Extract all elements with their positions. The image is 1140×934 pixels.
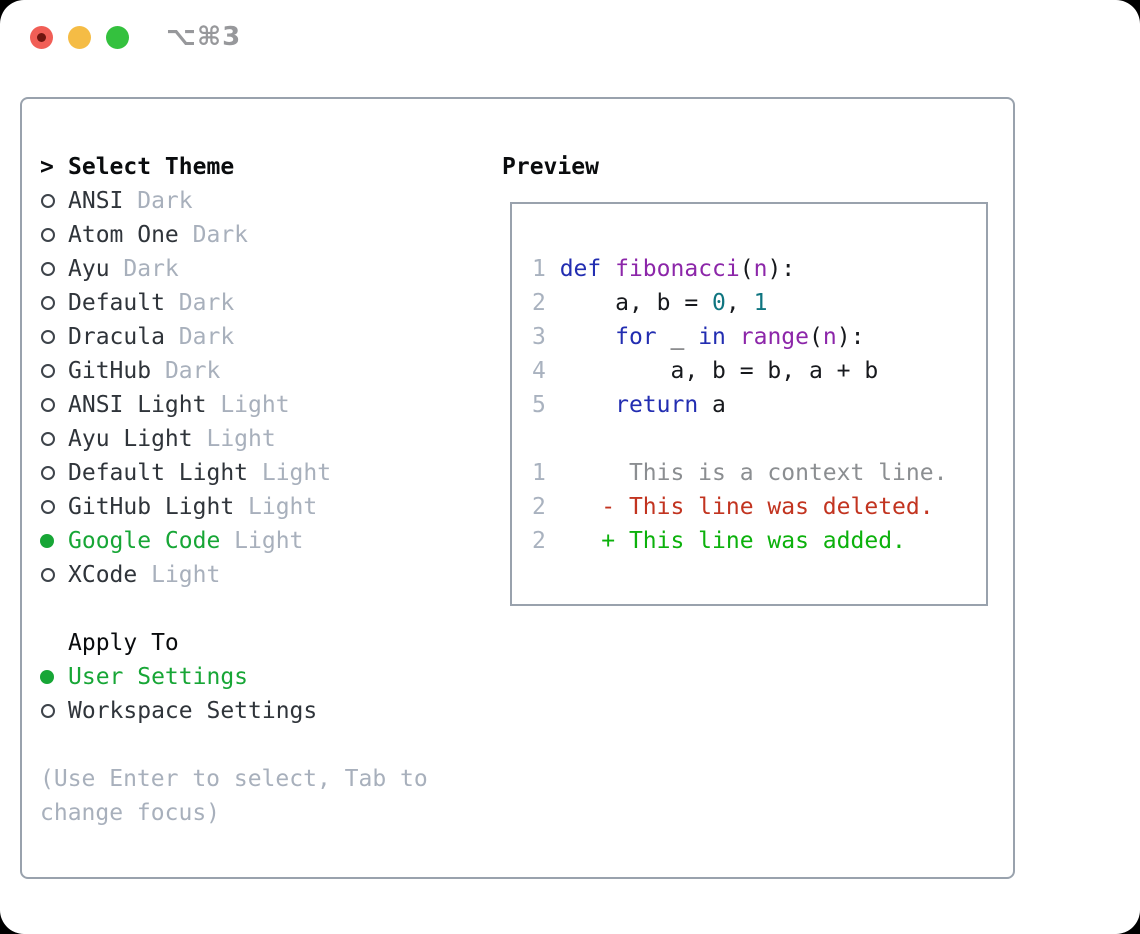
line-number: 2 <box>532 290 560 316</box>
cursor-icon: > <box>40 154 54 180</box>
radio-unselected-icon <box>40 398 68 412</box>
code-line <box>532 422 947 456</box>
apply-option-workspace-settings[interactable]: Workspace Settings <box>40 694 428 728</box>
line-number: 2 <box>532 528 560 554</box>
preview-title: Preview <box>502 154 599 180</box>
theme-selector-panel: > Select Theme ANSI Dark Atom One Dark A… <box>40 150 428 830</box>
radio-unselected-icon <box>40 296 68 310</box>
radio-selected-icon <box>40 670 68 684</box>
theme-option-dracula-dark[interactable]: Dracula Dark <box>40 320 428 354</box>
spacer <box>40 728 428 762</box>
line-number: 2 <box>532 494 560 520</box>
radio-unselected-icon <box>40 500 68 514</box>
theme-option-google-code-selected[interactable]: Google Code Light <box>40 524 428 558</box>
theme-option-default-light[interactable]: Default Light Light <box>40 456 428 490</box>
radio-unselected-icon <box>40 432 68 446</box>
titlebar: ⌥⌘3 <box>0 0 1140 76</box>
code-line: 1 This is a context line. <box>532 460 948 486</box>
radio-unselected-icon <box>40 466 68 480</box>
code-line: 2 a, b = 0, 1 <box>532 290 768 316</box>
radio-selected-icon <box>40 534 68 548</box>
code-line: 3 for _ in range(n): <box>532 324 865 350</box>
radio-unselected-icon <box>40 330 68 344</box>
code-line: 2 - This line was deleted. <box>532 494 934 520</box>
apply-to-title: Apply To <box>68 630 179 656</box>
theme-option-ayu-light[interactable]: Ayu Light Light <box>40 422 428 456</box>
panel-title: Select Theme <box>68 154 235 180</box>
maximize-button[interactable] <box>106 26 129 49</box>
line-number: 5 <box>532 392 560 418</box>
theme-option-ayu-dark[interactable]: Ayu Dark <box>40 252 428 286</box>
line-number: 1 <box>532 256 560 282</box>
radio-unselected-icon <box>40 228 68 242</box>
close-dot-icon <box>37 33 46 42</box>
close-button[interactable] <box>30 26 53 49</box>
theme-option-default-dark[interactable]: Default Dark <box>40 286 428 320</box>
apply-option-user-settings-selected[interactable]: User Settings <box>40 660 428 694</box>
code-line: 4 a, b = b, a + b <box>532 358 879 384</box>
main-frame: > Select Theme ANSI Dark Atom One Dark A… <box>20 97 1015 879</box>
theme-option-github-dark[interactable]: GitHub Dark <box>40 354 428 388</box>
theme-option-ansi-dark[interactable]: ANSI Dark <box>40 184 428 218</box>
keyboard-shortcut-label: ⌥⌘3 <box>166 22 242 52</box>
preview-code: 1 def fibonacci(n): 2 a, b = 0, 1 3 for _ … <box>532 252 947 558</box>
code-line: 1 def fibonacci(n): <box>532 256 796 282</box>
radio-unselected-icon <box>40 568 68 582</box>
radio-unselected-icon <box>40 262 68 276</box>
code-line: 2 + This line was added. <box>532 528 906 554</box>
code-line: 5 return a <box>532 392 726 418</box>
preview-box: 1 def fibonacci(n): 2 a, b = 0, 1 3 for _ … <box>510 202 988 606</box>
select-theme-header: > Select Theme <box>40 150 428 184</box>
line-number: 4 <box>532 358 560 384</box>
radio-unselected-icon <box>40 704 68 718</box>
line-number: 3 <box>532 324 560 350</box>
radio-unselected-icon <box>40 194 68 208</box>
line-number: 1 <box>532 460 560 486</box>
help-text-line1: (Use Enter to select, Tab to <box>40 766 428 792</box>
theme-option-xcode-light[interactable]: XCode Light <box>40 558 428 592</box>
minimize-button[interactable] <box>68 26 91 49</box>
theme-option-ansi-light[interactable]: ANSI Light Light <box>40 388 428 422</box>
theme-option-github-light[interactable]: GitHub Light Light <box>40 490 428 524</box>
theme-option-atom-one-dark[interactable]: Atom One Dark <box>40 218 428 252</box>
spacer <box>40 592 428 626</box>
help-text-line2: change focus) <box>40 800 221 826</box>
radio-unselected-icon <box>40 364 68 378</box>
apply-to-header: Apply To <box>40 626 428 660</box>
